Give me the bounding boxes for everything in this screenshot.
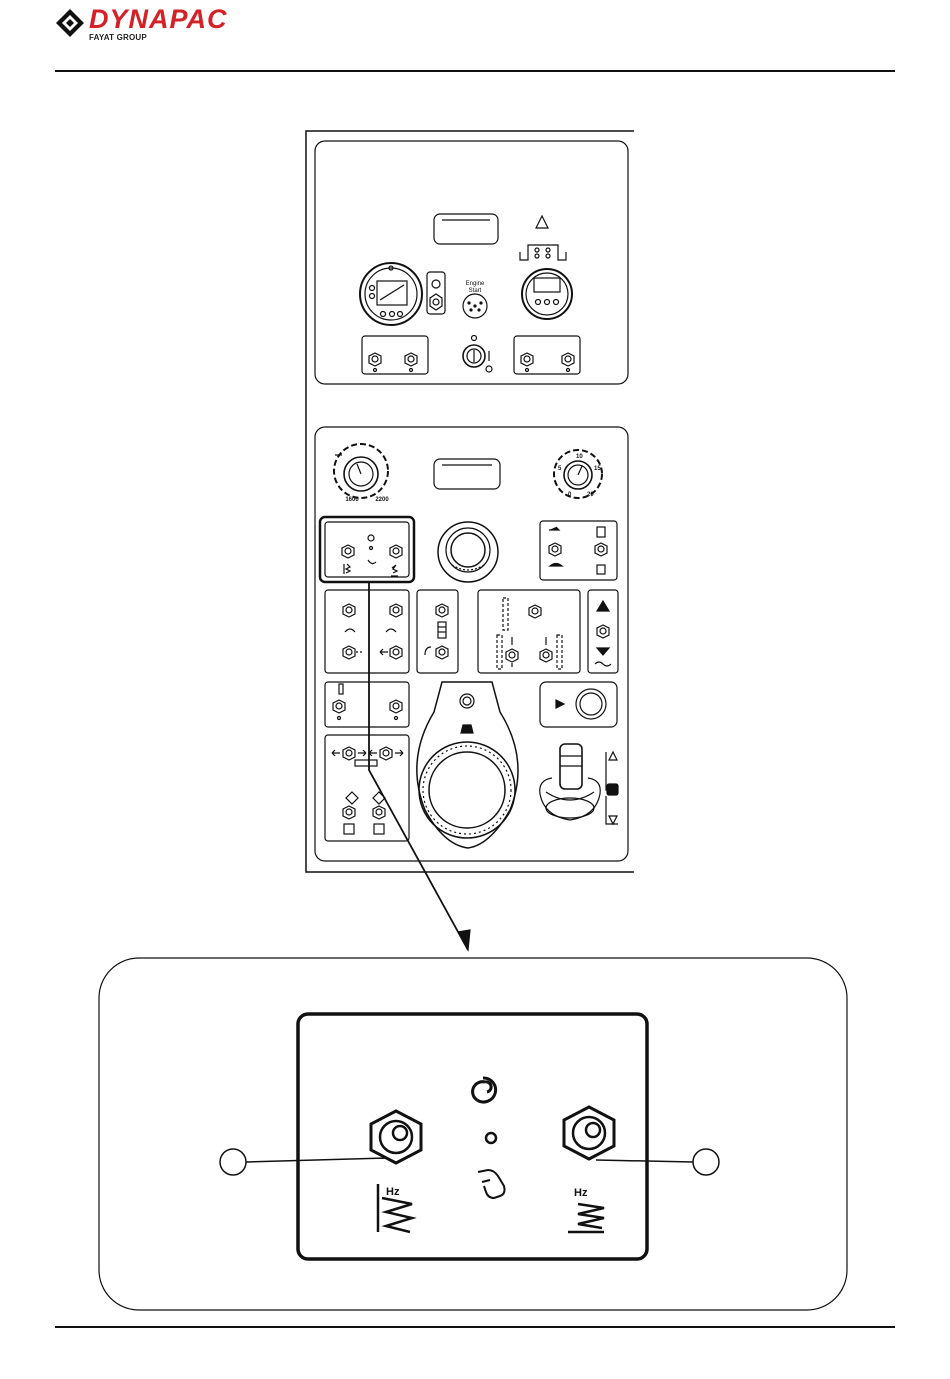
- warning-triangle-icon: [536, 216, 548, 228]
- amplitude-low-switch[interactable]: [564, 1107, 614, 1159]
- vibration-auto-icon: [473, 1078, 496, 1102]
- speed-10: 10: [576, 454, 583, 460]
- switch-hazard[interactable]: [562, 353, 574, 366]
- amplitude-low-icon: [568, 1204, 604, 1232]
- engine-label-1: Engine: [466, 281, 485, 287]
- vibration-indicator-lamp: [486, 1133, 496, 1143]
- footer-rule: [55, 1326, 895, 1328]
- speed-5: 5: [558, 466, 562, 472]
- manual-hand-icon: [478, 1170, 505, 1198]
- speed-15: 15: [594, 466, 601, 472]
- callout-leader: [369, 582, 468, 950]
- hz-label-right: Hz: [574, 1187, 588, 1199]
- drive-handle-base: [419, 742, 515, 838]
- switch-worklight[interactable]: [369, 353, 381, 366]
- lower-panel: 1600 2200 5 10 15 0 20: [315, 427, 628, 861]
- callout-circle-right: [693, 1149, 719, 1175]
- display-gauge: [522, 269, 572, 319]
- engine-label-2: Start: [469, 288, 482, 294]
- rpm-high-label: 2200: [375, 497, 389, 503]
- speed-0: 0: [568, 492, 572, 498]
- detail-view: Hz Hz: [99, 958, 847, 1310]
- rpm-low-label: 1600: [345, 497, 359, 503]
- amplitude-high-switch[interactable]: [371, 1111, 421, 1163]
- upper-panel: Engine Start: [315, 141, 628, 384]
- vibration-module-highlight: [320, 517, 414, 582]
- callout-circle-left: [220, 1149, 246, 1175]
- hz-label-left: Hz: [386, 1186, 400, 1198]
- callout-arrowhead: [458, 930, 470, 950]
- speed-20: 20: [587, 492, 594, 498]
- switch-beacon[interactable]: [521, 353, 533, 366]
- switch-wiper[interactable]: [405, 353, 417, 366]
